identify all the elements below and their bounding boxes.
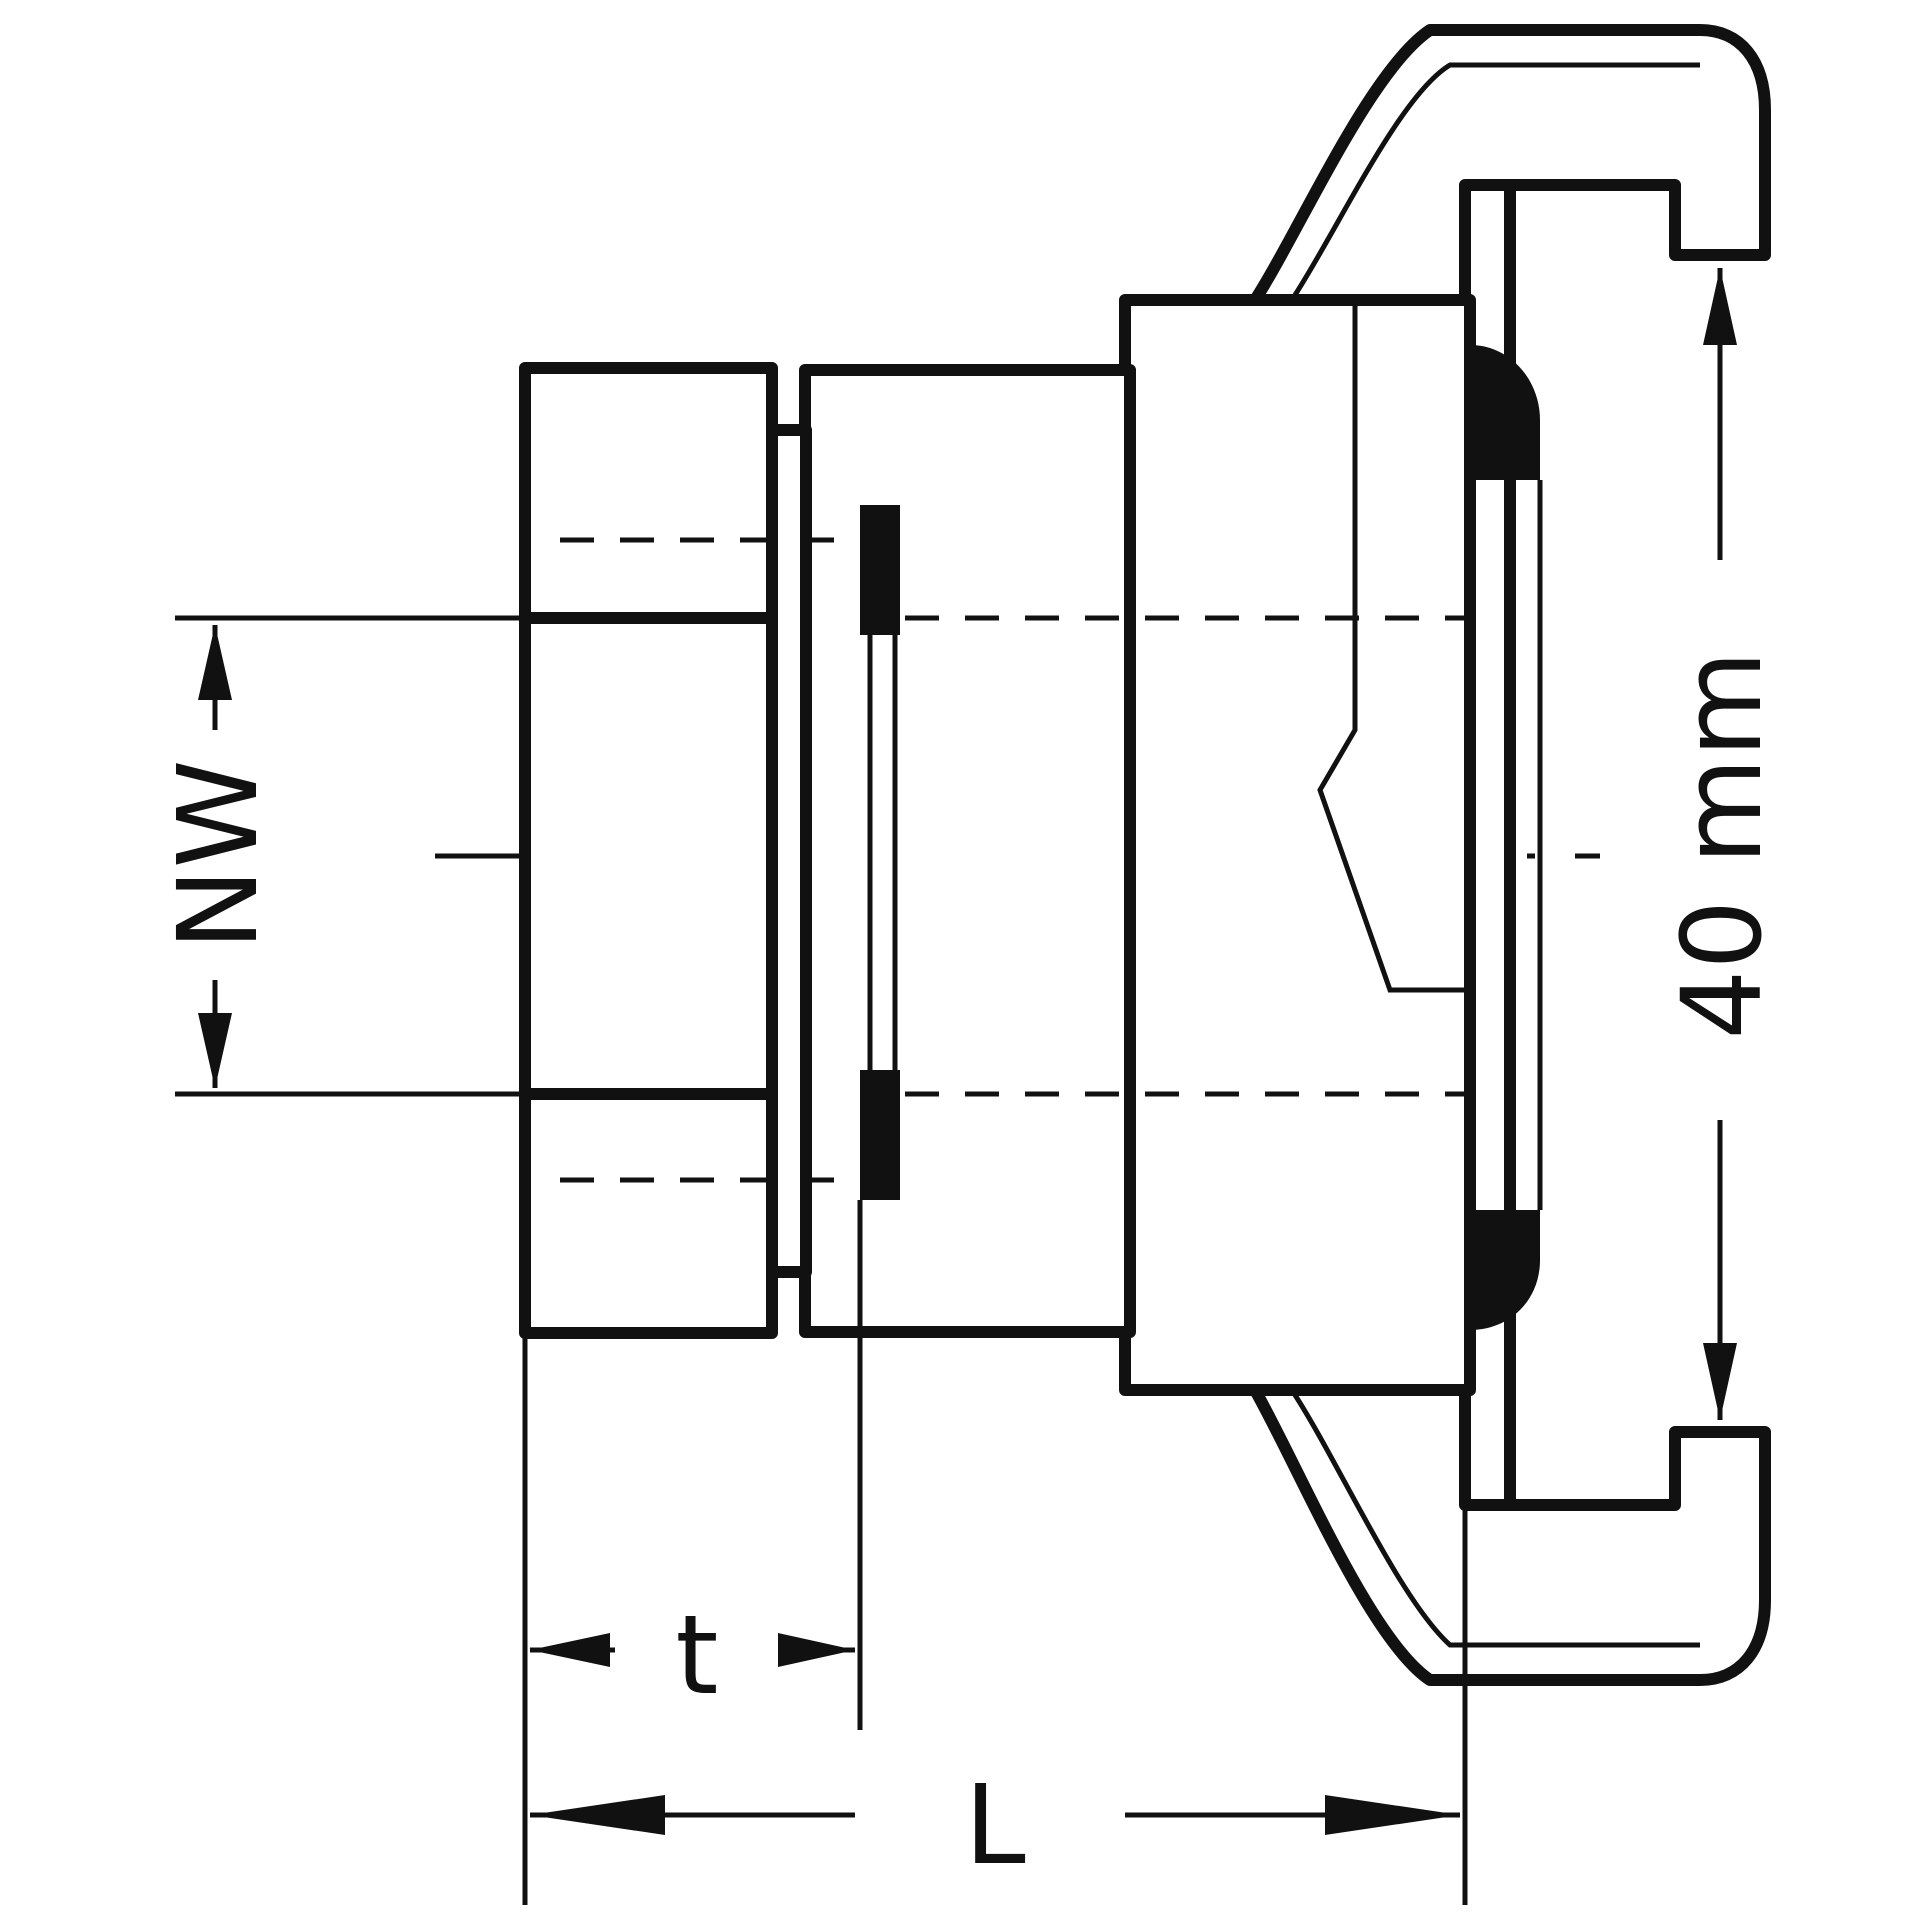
jaw-arrow-up (1703, 268, 1737, 345)
nw-arrow-up (198, 625, 232, 700)
t-arrow-left (530, 1633, 610, 1667)
upper-gasket (860, 505, 900, 635)
jaw-distance-label: 40 mm (1658, 650, 1786, 1039)
upper-seal (1470, 345, 1540, 480)
upper-claw-arm (1249, 24, 1771, 306)
lower-claw-inner-edge (1292, 1393, 1700, 1648)
lower-claw-arm (1249, 1384, 1771, 1686)
jaw-arrow-down (1703, 1343, 1737, 1420)
l-arrow-right (1325, 1795, 1460, 1835)
nw-arrow-down (198, 1013, 232, 1088)
l-arrow-left (530, 1795, 665, 1835)
t-arrow-right (778, 1633, 855, 1667)
upper-claw-inner-edge (1292, 62, 1700, 297)
hub-inner-contour (1317, 305, 1465, 993)
lower-seal (1470, 1210, 1540, 1330)
coupling-hub (1119, 294, 1476, 1396)
l-label: L (964, 1761, 1025, 1889)
union-nut (799, 364, 1136, 1338)
threaded-end (519, 362, 778, 1339)
nw-label: NW (154, 759, 282, 950)
t-label: t (675, 1591, 718, 1719)
